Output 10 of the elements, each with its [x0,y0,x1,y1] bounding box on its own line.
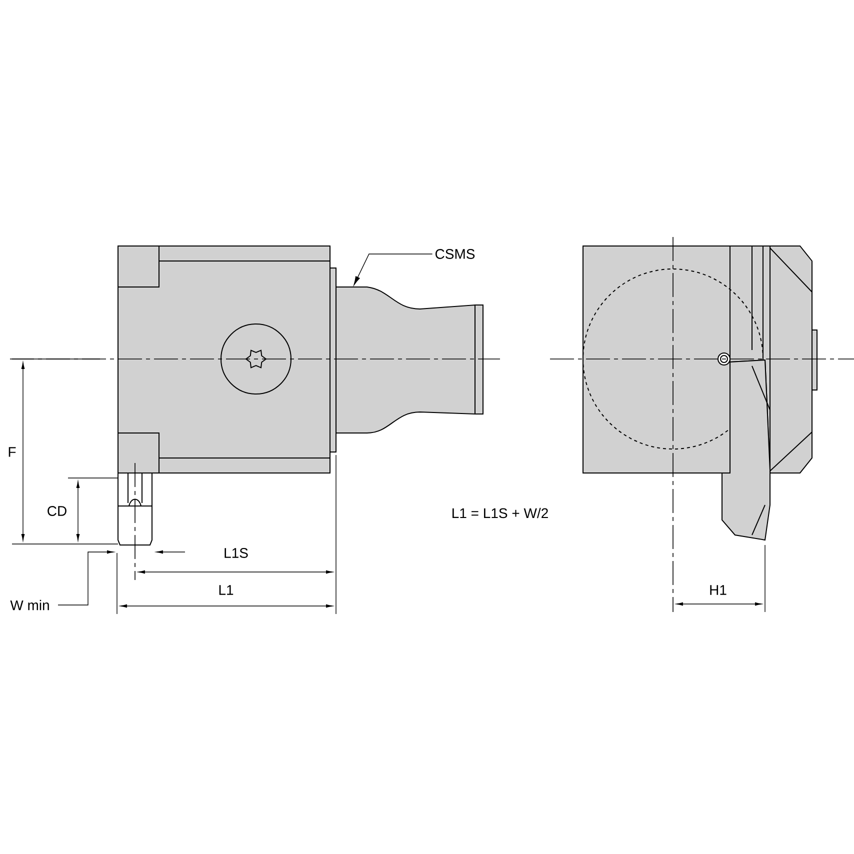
dimension-label: F [8,447,16,457]
dimension-label: L1S [224,548,248,558]
dimension-label: L1 = L1S + W/2 [452,508,548,518]
callout-label: CSMS [435,249,475,259]
shank-drawing [336,286,484,434]
dimension-label: CD [48,506,66,516]
dimension-label: H1 [710,585,726,595]
leader-line [354,254,433,286]
dimension-label: W min [10,600,49,610]
dimension-label: L1 [219,585,234,595]
